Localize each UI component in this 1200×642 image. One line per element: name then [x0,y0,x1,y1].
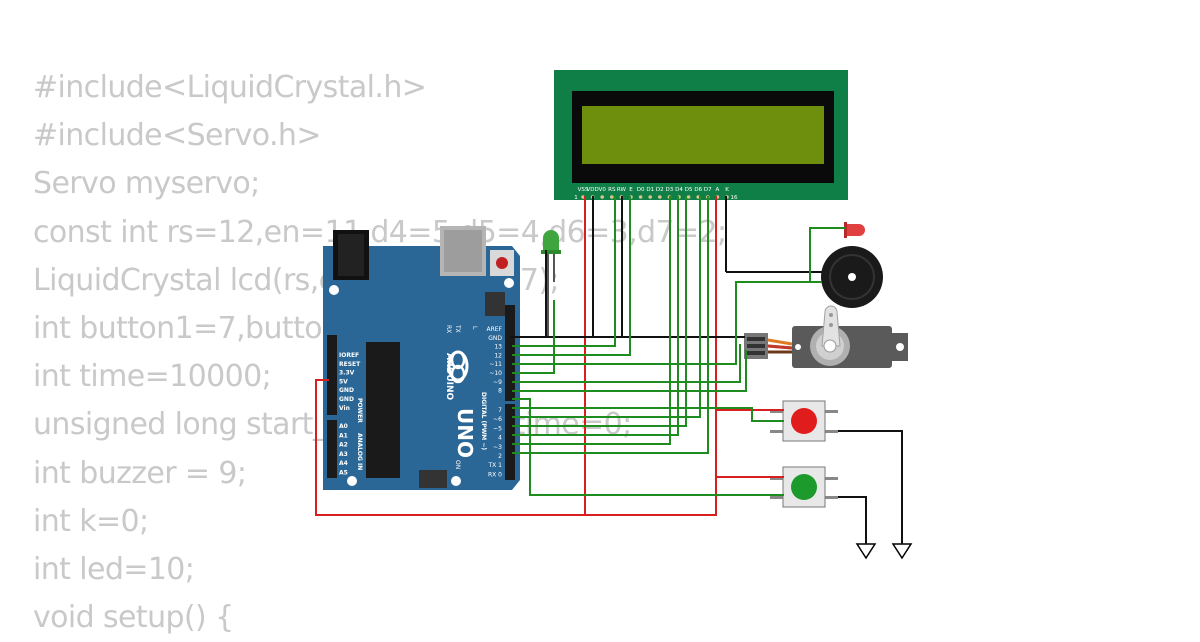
code-line: int k=0; [33,503,149,539]
arduino-uno-board [323,226,520,490]
atmega-chip [366,342,400,478]
power-header-label: POWER [356,398,363,423]
lcd-pin-label: D3 [666,187,674,193]
analog-pin-label: A3 [339,451,348,458]
analog-header-label: ANALOG IN [356,433,363,470]
digital-pin-label: ~5 [493,425,502,432]
arduino-model: UNO [453,408,477,458]
green-led [541,230,561,336]
icsp-header [485,292,505,316]
power-header [327,335,337,415]
code-line: int buzzer = 9; [33,455,247,491]
rx-label: RX [445,325,452,333]
digital-pin-label: 4 [498,435,502,442]
code-line: void setup() { [33,600,234,636]
lcd-pin-label: D0 [637,187,645,193]
analog-pin-label: A1 [339,432,348,439]
code-line: int time=10000; [33,359,272,395]
lcd-pin-label: D7 [704,187,712,193]
power-pin-label: 5V [339,378,348,385]
digital-pin-label: 12 [494,352,502,359]
digital-pin-label: ~6 [493,416,502,423]
lcd-pin-label: K [725,187,729,193]
analog-header [327,420,337,478]
digital-pin-label: AREF [486,326,502,333]
power-pin-label: GND [339,387,354,394]
digital-pin-label: 8 [498,388,502,395]
digital-pin-label: 2 [498,453,502,460]
analog-pin-label: A4 [339,460,348,467]
digital-pin-label: RX 0 [488,471,502,478]
lcd-pin-label: V0 [599,187,607,193]
lcd-pin-first: 1 [574,195,578,201]
digital-pin-label: ~11 [489,361,502,368]
digital-pin-label: GND [488,335,502,342]
lcd-pin-last: 16 [731,195,738,201]
code-line: const int rs=12,en=11,d4=5,d5=4,d6=3,d7=… [33,214,727,250]
lcd-pin [581,195,585,199]
ground-symbol-2 [891,543,913,560]
lcd-pin [686,195,691,199]
wires [315,196,903,544]
lcd-pin-label: VDD [586,187,598,193]
digital-pin-label: 13 [494,344,502,351]
lcd-pin-label: VSS [578,187,589,193]
power-pin-label: GND [339,396,354,403]
lcd-pin [658,195,662,199]
digital-pin-label: 7 [498,407,502,414]
lcd-pin [648,195,652,199]
digital-pin-label: ~3 [493,444,502,451]
digital-pin-label: ~9 [493,379,502,386]
lcd-pin-label: A [716,187,720,193]
servo-motor [744,305,908,368]
lcd-screen [582,106,824,164]
analog-pin-label: A2 [339,442,348,449]
lcd-pin [610,195,614,199]
lcd-pin-label: D1 [646,187,654,193]
code-line: #include<Servo.h> [33,118,321,154]
lcd-pin [638,195,643,199]
lcd-pin-label: E [629,187,633,193]
lcd-pin-label: D2 [656,187,664,193]
lcd-pin [600,195,604,199]
power-pin-label: IOREF [339,352,359,359]
power-pin-label: RESET [339,361,361,368]
lcd-pin-label: D5 [685,187,693,193]
digital-header-label: DIGITAL (PWM ~) [480,392,487,450]
code-line: #include<LiquidCrystal.h> [33,70,427,105]
piezo-buzzer [821,246,883,308]
arduino-logo-icon [450,350,466,384]
red-led [844,222,865,238]
red-pushbutton [770,400,838,442]
power-pin-label: 3.3V [339,370,355,377]
analog-pin-label: A5 [339,470,348,477]
digital-header-bottom [505,404,515,480]
digital-pin-label: TX 1 [488,462,503,469]
lcd-pin-label: D6 [694,187,702,193]
analog-pin-label: A0 [339,423,348,430]
lcd-pin-label: RW [617,187,627,193]
tx-label: TX [454,324,461,333]
green-pushbutton [770,466,838,508]
on-label: ON [454,460,461,469]
l-label: L [471,326,478,330]
code-line: Servo myservo; [33,166,260,202]
digital-pin-label: ~10 [489,370,502,377]
lcd-16x2 [554,70,848,200]
lcd-pin-label: D4 [675,187,683,193]
power-pin-label: Vin [339,405,350,412]
code-line: int led=10; [33,552,195,588]
digital-header-top [505,305,515,401]
lcd-pin-label: RS [608,187,616,193]
ground-symbol-1 [855,543,877,560]
arduino-brand: ARDUINO [444,353,454,401]
